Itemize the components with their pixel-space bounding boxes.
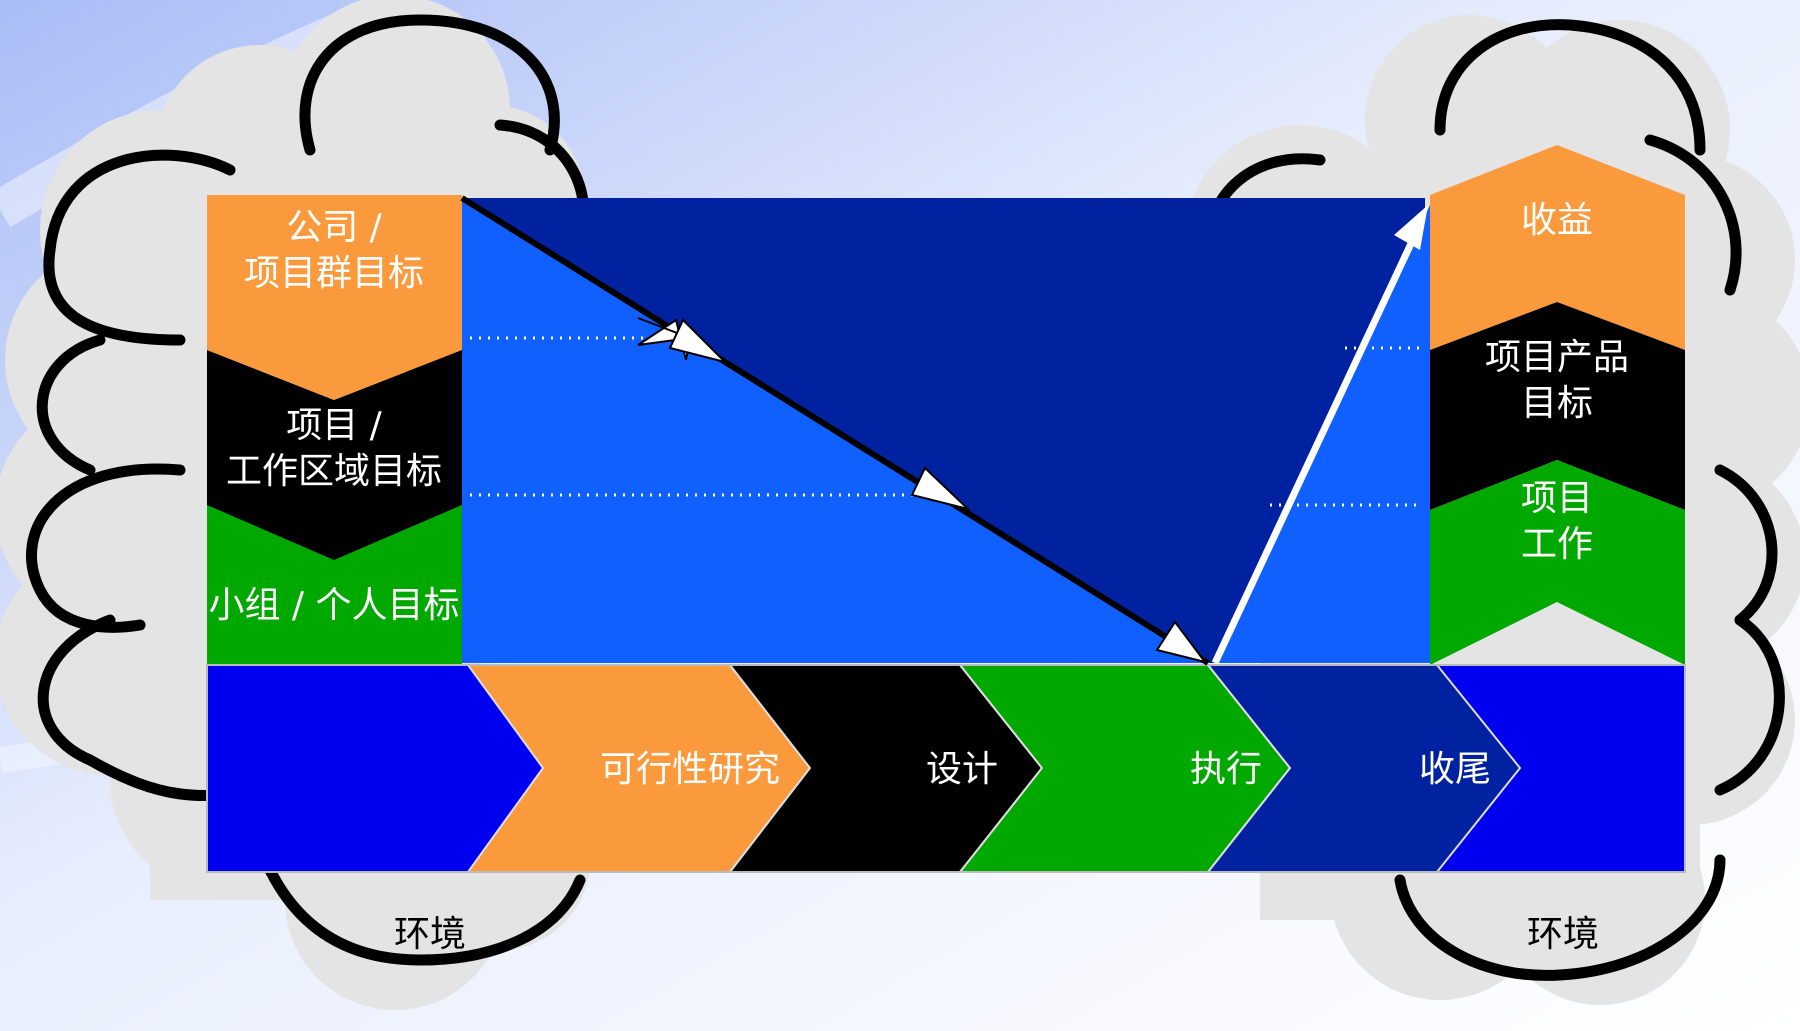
phase-label-feasibility: 可行性研究	[600, 749, 780, 790]
left-goal-column	[207, 195, 462, 712]
goal-cascade-line	[460, 195, 1210, 666]
arrowhead-icon	[668, 318, 729, 364]
arrowhead-icon	[910, 466, 972, 511]
arrowhead-icon	[637, 317, 692, 361]
benefits-block	[1430, 145, 1685, 350]
phase-bar-outline	[206, 664, 1686, 873]
product-goal-label: 项目产品目标	[1485, 337, 1629, 424]
team-goal-label: 小组 / 个人目标	[208, 585, 459, 626]
phase-bar	[206, 664, 1686, 873]
project-work-block	[1430, 460, 1685, 665]
environment-label-right: 环境	[1527, 914, 1599, 955]
company-goal-label: 公司 /项目群目标	[244, 207, 424, 294]
arrowhead-icon	[1155, 620, 1208, 664]
environment-label-left: 环境	[394, 914, 466, 955]
project-goal-block	[207, 350, 462, 560]
phase-label-design: 设计	[926, 749, 998, 790]
right-outcome-column	[1430, 145, 1685, 665]
project-work-label: 项目工作	[1521, 478, 1593, 565]
phase-label-execution: 执行	[1190, 749, 1262, 790]
product-goal-block	[1430, 302, 1685, 510]
benefit-rise-line	[1211, 233, 1419, 665]
environment-base-left	[207, 665, 543, 872]
benefits-label: 收益	[1521, 200, 1593, 241]
company-goal-block	[207, 195, 462, 400]
arrowhead-icon	[1394, 205, 1428, 250]
phase-label-closure: 收尾	[1419, 749, 1491, 790]
project-goal-label: 项目 /工作区域目标	[226, 405, 442, 492]
team-goal-chevron-tip	[207, 505, 462, 712]
environment-base-right	[1430, 665, 1685, 872]
